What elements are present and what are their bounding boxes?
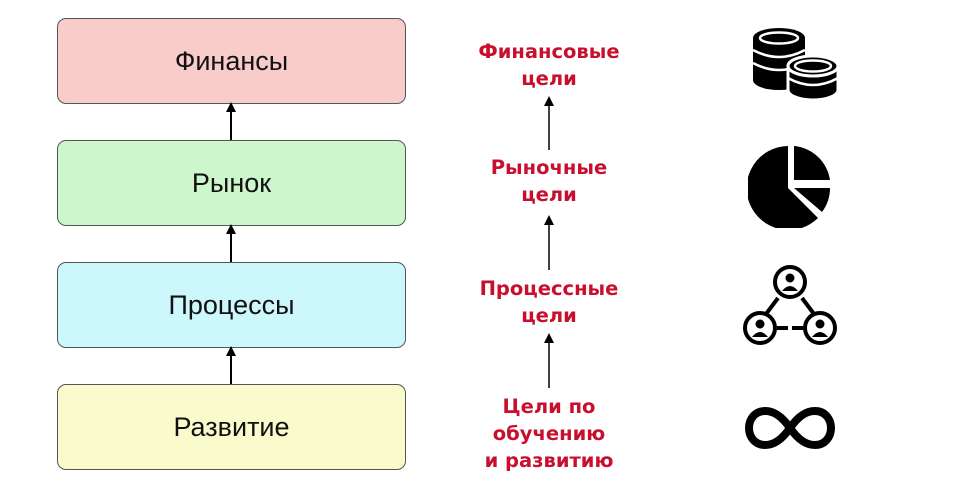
finance-box: Финансы [57, 18, 406, 104]
finance-label: Финансы [174, 45, 289, 76]
infinity-icon [745, 407, 835, 449]
process-box: Процессы [57, 262, 406, 348]
growth-goals-line-1: Цели по [502, 395, 596, 418]
coins-icon [752, 28, 840, 102]
process-goals-line-1: Процессные [479, 277, 619, 300]
pie-chart-icon [748, 146, 830, 228]
growth-label: Развитие [173, 411, 290, 442]
people-network-icon [743, 265, 837, 345]
process-label: Процессы [168, 289, 295, 320]
market-goals: Рыночные цели [449, 154, 649, 208]
process-goals: Процессные цели [449, 275, 649, 329]
growth-goals: Цели по обучению и развитию [449, 393, 649, 474]
growth-goals-line-2: обучению [492, 422, 606, 445]
finance-goals-line-2: цели [521, 67, 577, 90]
market-goals-line-1: Рыночные [490, 156, 608, 179]
growth-box: Развитие [57, 384, 406, 470]
market-goals-line-2: цели [521, 183, 577, 206]
finance-goals: Финансовые цели [449, 38, 649, 92]
market-label: Рынок [191, 167, 272, 198]
finance-goals-line-1: Финансовые [478, 40, 620, 63]
process-goals-line-2: цели [521, 304, 577, 327]
growth-goals-line-3: и развитию [484, 449, 614, 472]
